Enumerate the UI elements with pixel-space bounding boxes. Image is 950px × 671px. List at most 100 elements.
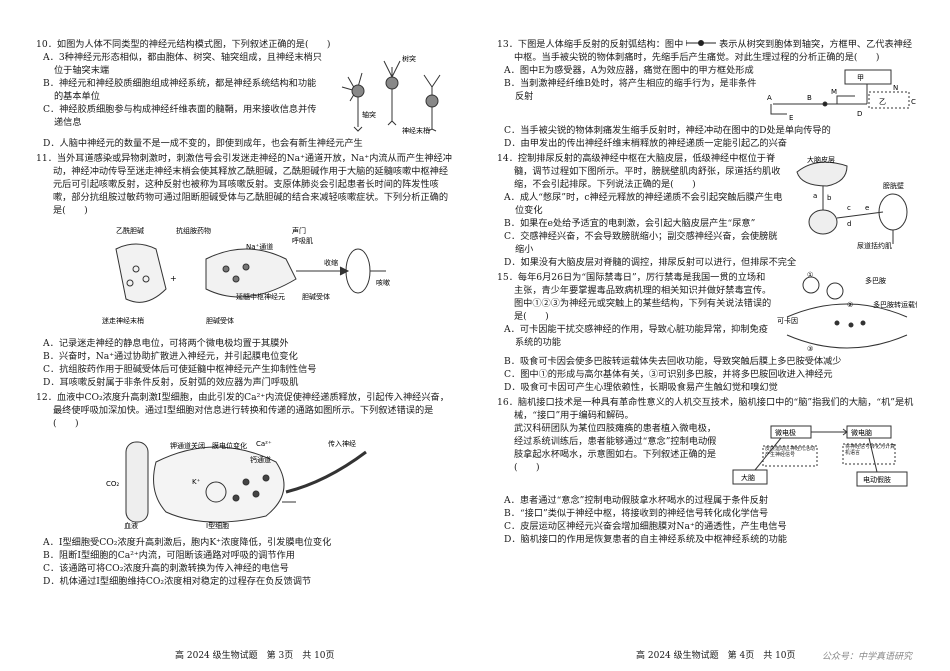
question-10-stem: 10．如图为人体不同类型的神经元结构模式图，下列叙述正确的是( ) (36, 39, 331, 50)
fig-label-na-channel: Na⁺通道 (246, 242, 273, 251)
fig-label-receptor-2: 胆碱受体 (302, 292, 330, 301)
fig-label-c: C (911, 98, 916, 106)
left-column: 10．如图为人体不同类型的神经元结构模式图，下列叙述正确的是( ) (36, 38, 456, 590)
fig-label-b: B (807, 94, 812, 102)
fig-label-yi: 乙 (879, 98, 886, 106)
question-11-option-c: C．抗组胺药作用于胆碱受体后可使延髓中枢神经元产生抑制性信号 (43, 364, 317, 375)
fig-label-e: e (865, 204, 869, 212)
fig-label-antihistamine: 抗组胺药物 (176, 226, 211, 235)
fig-label-dopamine: 多巴胺 (865, 276, 886, 285)
question-13-option-c: C．当手被尖锐的物体刺痛发生缩手反射时，神经冲动在图中的D处是单向传导的 (504, 125, 831, 136)
fig-label-1: ① (807, 271, 813, 279)
question-13-option-a: A．图中E为感受器，A为效应器，痛觉在图中的甲方框处形成 (504, 65, 754, 76)
bci-figure: 微电极 微电脑 大脑 电动假肢 皮层运动区神经元活动产生神经信号 将神经信号转化… (727, 422, 917, 494)
fig-label-ca-channel: 钙通道 (250, 455, 271, 464)
question-12-option-d: D．机体通过I型细胞维持CO₂浓度相对稳定的过程存在负反馈调节 (43, 576, 312, 587)
footer-right: 高 2024 级生物试题 第 4页 共 10页 (636, 651, 796, 661)
question-16-stem: 16．脑机接口技术是一种具有革命性意义的人机交互技术，脑机接口中的“脑”指我们的… (497, 397, 914, 421)
fig-note-2: 将神经信号转化为计算机语言 (845, 444, 895, 456)
question-13-stem: 13．下图是人体缩手反射的反射弧结构：图中 表示从树突到胞体到轴突，方框甲、乙代… (497, 38, 917, 64)
fig-label-jia: 甲 (857, 74, 864, 82)
fig-label-receptor: 胆碱受体 (206, 316, 234, 325)
question-11-option-b: B．兴奋时，Na⁺通过协助扩散进入神经元，并引起膜电位变化 (43, 351, 298, 362)
right-column: 13．下图是人体缩手反射的反射弧结构：图中 表示从树突到胞体到轴突，方框甲、乙代… (497, 38, 917, 548)
fig-label-brain: 大脑 (741, 473, 755, 482)
fig-label-ach: 乙酰胆碱 (116, 226, 144, 235)
question-10-option-c: C．神经胶质细胞参与构成神经纤维表面的髓鞘，用来接收信息并传递信息 (43, 104, 317, 128)
question-10-option-a: A．3种神经元形态相似，都由胞体、树突、轴突组成，且神经末梢只位于轴突末端 (43, 52, 322, 76)
question-12-option-a: A．I型细胞受CO₂浓度升高刺激后，胞内K⁺浓度降低，引发膜电位变化 (43, 537, 332, 548)
fig-label-blood: 血液 (124, 521, 138, 530)
neuron-symbol-icon (685, 40, 717, 46)
question-11-option-a: A．记录迷走神经的静息电位，可将两个微电极均置于其膜外 (43, 338, 289, 349)
question-15-option-b: B．吸食可卡因会使多巴胺转运载体失去回收功能，导致突触后膜上多巴胺受体减少 (504, 356, 842, 367)
question-15-stem: 15．每年6月26日为“国际禁毒日”，厉行禁毒是我国一贯的立场和主张，青少年要掌… (497, 272, 772, 322)
fig-label-m: M (831, 88, 837, 96)
fig-note-1: 皮层运动区神经元活动产生神经信号 (765, 446, 816, 458)
fig-label-e: E (789, 114, 793, 122)
question-12-option-c: C．该通路可将CO₂浓度升高的刺激转换为传入神经的电信号 (43, 563, 289, 574)
question-16-option-c: C．皮层运动区神经元兴奋会增加细胞膜对Na⁺的通透性，产生电信号 (504, 521, 787, 532)
urination-figure: 大脑皮层 膀胱壁 尿道括约肌 a b c d e (787, 152, 917, 252)
question-12-stem: 12．血液中CO₂浓度升高刺激I型细胞，由此引发的Ca²⁺内流促使神经递质释放，… (36, 392, 449, 429)
question-14-option-b: B．如果在e处给予适宜的电刺激，会引起大脑皮层产生“尿意” (504, 218, 756, 229)
fig-label-plus: + (170, 274, 177, 283)
question-15-option-d: D．吸食可卡因可产生心理依赖性，长期吸食易产生触幻觉和嗅幻觉 (504, 382, 778, 393)
question-14-option-c: C．交感神经兴奋，不会导致膀胱缩小；副交感神经兴奋，会使膀胱缩小 (504, 231, 778, 255)
question-16-stem-2: 武汉科研团队为某位四肢瘫痪的患者植入微电极，经过系统训练后，患者能够通过“意念”… (514, 423, 717, 473)
fig-label-dendrite: 树突 (402, 54, 416, 63)
question-16: 16．脑机接口技术是一种具有革命性意义的人机交互技术，脑机接口中的“脑”指我们的… (497, 396, 917, 546)
question-15: 多巴胺 多巴胺转运载体 可卡因 ① ② ③ 15．每年6月26日为“国际禁毒日”… (497, 271, 917, 394)
question-16-option-a: A．患者通过“意念”控制电动假肢拿水杯喝水的过程属于条件反射 (504, 495, 769, 506)
fig-label-k: K⁺ (192, 478, 201, 486)
co2-sensing-figure: 钾通道关闭 膜电位变化 Ca²⁺ 钙通道 K⁺ CO₂ 血液 I型细胞 传入神经 (36, 432, 456, 534)
fig-label-resp-muscle: 呼吸肌 (292, 236, 313, 245)
fig-label-medulla: 延髓中枢神经元 (236, 292, 285, 301)
fig-label-k-channel: 钾通道关闭 (170, 441, 205, 450)
fig-label-cortex: 大脑皮层 (807, 155, 835, 164)
fig-label-microelectrode: 微电极 (775, 428, 796, 437)
question-16-option-d: D．脑机接口的作用是恢复患者的自主神经系统及中枢神经系统的功能 (504, 534, 787, 545)
fig-label-sphincter: 尿道括约肌 (857, 241, 892, 250)
reflex-arc-figure: 甲 乙 A B M N C D E (767, 64, 917, 124)
fig-label-vagus: 迷走神经末梢 (102, 316, 144, 325)
fig-label-2: ② (847, 301, 853, 309)
fig-label-afferent: 传入神经 (328, 439, 356, 448)
fig-label-contract: 收缩 (324, 258, 338, 267)
fig-label-bladder: 膀胱壁 (883, 181, 904, 190)
cough-reflex-figure: 乙酰胆碱 抗组胺药物 Na⁺通道 声门 呼吸肌 收缩 咳嗽 延髓中枢神经元 胆碱… (36, 219, 456, 335)
fig-label-ca: Ca²⁺ (256, 440, 272, 448)
fig-label-c: c (847, 204, 851, 212)
fig-label-arm: 电动假肢 (863, 475, 891, 484)
question-13-stem-start: 13．下图是人体缩手反射的反射弧结构：图中 (497, 39, 684, 50)
question-16-option-b: B．“接口”类似于神经中枢，将接收到的神经信号转化成化学信号 (504, 508, 769, 519)
fig-label-n: N (893, 84, 898, 92)
question-12-option-b: B．阻断I型细胞的Ca²⁺内流，可阻断该通路对呼吸的调节作用 (43, 550, 295, 561)
fig-label-cough: 咳嗽 (376, 278, 390, 287)
question-15-option-c: C．图中①的形成与高尔基体有关，③可识别多巴胺，并将多巴胺回收进入神经元 (504, 369, 833, 380)
fig-label-d: d (847, 220, 851, 228)
fig-label-transporter: 多巴胺转运载体 (873, 300, 917, 309)
fig-label-co2: CO₂ (106, 480, 119, 488)
question-14-option-a: A．成人“憋尿”时，c神经元释放的神经递质不会引起突触后膜产生电位变化 (504, 192, 783, 216)
question-11: 11．当外耳道感染或异物刺激时，刺激信号会引发迷走神经的Na⁺通道开放，Na⁺内… (36, 152, 456, 389)
fig-label-cell: I型细胞 (206, 521, 229, 530)
watermark: 公众号：中学真语研究 (822, 652, 913, 662)
fig-label-ending: 神经末梢 (402, 126, 430, 135)
question-13: 13．下图是人体缩手反射的反射弧结构：图中 表示从树突到胞体到轴突，方框甲、乙代… (497, 38, 917, 150)
fig-label-b: b (827, 194, 832, 202)
question-10-option-b: B．神经元和神经胶质细胞组成神经系统，都是神经系统结构和功能的基本单位 (43, 78, 317, 102)
fig-label-cocaine: 可卡因 (777, 316, 798, 325)
question-10-option-d: D．人脑中神经元的数量不是一成不变的，即使到成年，也会有新生神经元产生 (43, 138, 363, 149)
fig-label-axon: 轴突 (362, 110, 376, 119)
question-13-option-d: D．由甲发出的传出神经纤维末梢释放的神经递质一定能引起乙的兴奋 (504, 138, 787, 149)
question-15-option-a: A．可卡因能干扰交感神经的作用，导致心脏功能异常，抑制免疫系统的功能 (504, 324, 768, 348)
fig-label-mem-change: 膜电位变化 (212, 441, 247, 450)
question-14-option-d: D．如果没有大脑皮层对脊髓的调控，排尿反射可以进行，但排尿不完全 (504, 257, 797, 268)
question-14: 大脑皮层 膀胱壁 尿道括约肌 a b c d e 14．控制排尿反射的高级神经中… (497, 152, 917, 269)
fig-label-d: D (857, 110, 862, 118)
fig-label-3: ③ (807, 345, 813, 353)
question-12: 12．血液中CO₂浓度升高刺激I型细胞，由此引发的Ca²⁺内流促使神经递质释放，… (36, 391, 456, 588)
fig-label-microcomputer: 微电脑 (851, 428, 872, 437)
footer-left: 高 2024 级生物试题 第 3页 共 10页 (175, 651, 335, 661)
